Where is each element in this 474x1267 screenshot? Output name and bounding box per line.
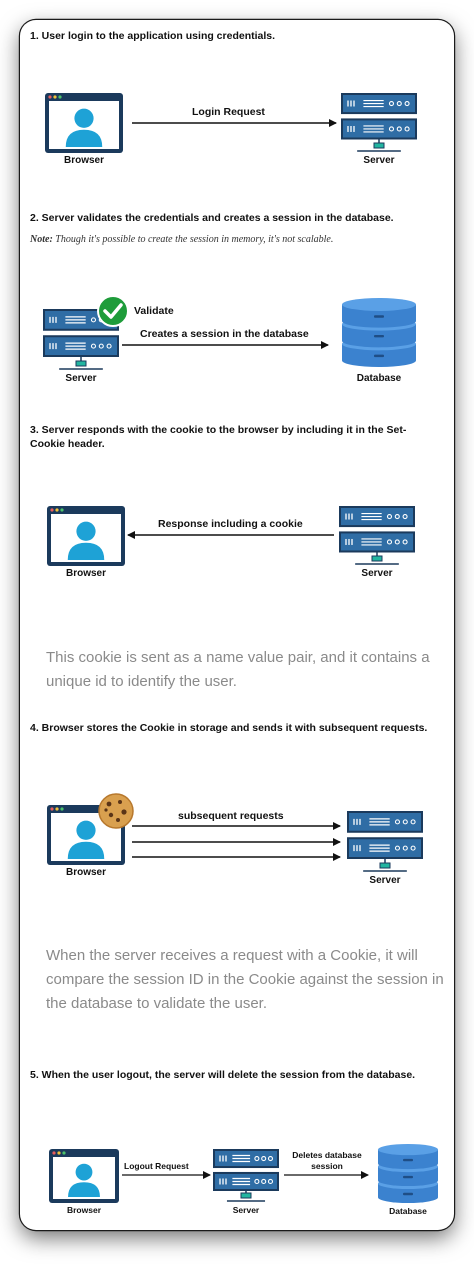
logout-label: Logout Request (124, 1161, 189, 1171)
create-session-arrow (122, 341, 329, 349)
step1-heading: 1. User login to the application using c… (30, 30, 276, 42)
step5-heading: 5. When the user logout, the server will… (30, 1069, 416, 1081)
step3-heading: 3. Server responds with the cookie to th… (30, 424, 407, 450)
response-arrow (127, 531, 334, 539)
note-prefix: Note: (30, 234, 53, 245)
paragraph-cookie: This cookie is sent as a name value pair… (46, 649, 430, 690)
server-rack-icon (347, 811, 423, 872)
step5-browser-label: Browser (66, 1205, 101, 1215)
step4-browser-label: Browser (65, 867, 106, 878)
step4-heading: 4. Browser stores the Cookie in storage … (30, 722, 428, 734)
step1-browser-label: Browser (63, 155, 104, 166)
server-rack-icon (339, 506, 415, 565)
cookie-icon (98, 793, 134, 829)
login-request-arrow (132, 119, 337, 127)
delete-label: Deletes database session (292, 1150, 362, 1171)
step5-database-label: Database (389, 1206, 427, 1216)
step1-server-label: Server (363, 155, 395, 166)
delete-arrow (284, 1171, 369, 1179)
database-cylinder-icon (378, 1144, 438, 1203)
browser-window-icon (47, 506, 125, 566)
browser-window-icon (49, 1149, 119, 1203)
browser-window-icon (45, 93, 123, 153)
diagram-card: 1. User login to the application using c… (20, 20, 454, 1230)
database-cylinder-icon (342, 298, 416, 367)
subsequent-request-arrows (132, 822, 341, 861)
response-label: Response including a cookie (158, 518, 303, 530)
subsequent-label: subsequent requests (178, 810, 284, 822)
login-request-label: Login Request (192, 106, 265, 118)
note-text: Though it's possible to create the sessi… (52, 234, 334, 245)
checkmark-icon (97, 295, 129, 327)
step2-heading: 2. Server validates the credentials and … (30, 212, 394, 224)
step3-browser-label: Browser (65, 568, 106, 579)
paragraph-compare: When the server receives a request with … (46, 947, 444, 1012)
create-session-label: Creates a session in the database (140, 328, 309, 340)
validate-label: Validate (134, 305, 174, 317)
server-rack-icon (341, 93, 417, 152)
step2-note: Note: Though it's possible to create the… (30, 234, 333, 245)
server-rack-icon (213, 1149, 279, 1202)
step2-database-label: Database (356, 373, 402, 384)
server-rack-icon (43, 309, 119, 370)
logout-arrow (122, 1171, 211, 1179)
step3-server-label: Server (361, 568, 393, 579)
step5-server-label: Server (232, 1205, 260, 1215)
step4-server-label: Server (369, 875, 401, 886)
step2-server-label: Server (65, 373, 97, 384)
